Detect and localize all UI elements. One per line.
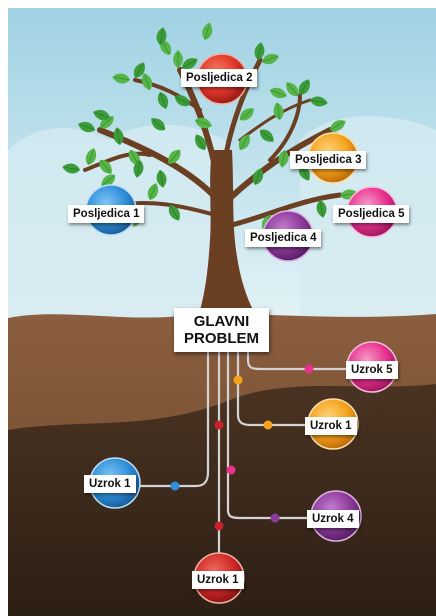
main-problem-line1: GLAVNI — [193, 313, 250, 330]
dot-uzrok-1-orange — [263, 420, 273, 430]
cause-label-5: Uzrok 5 — [346, 361, 398, 379]
dot-uzrok-5 — [304, 364, 314, 374]
cause-label-1-orange: Uzrok 1 — [305, 417, 357, 435]
connector-uzrok-1-blue — [136, 338, 210, 488]
dot-orange-upper — [233, 375, 243, 385]
dot-pink-middle — [226, 465, 236, 475]
effect-label-2: Posljedica 2 — [181, 69, 258, 87]
junction-dots — [170, 364, 314, 531]
main-problem-line2: PROBLEM — [184, 330, 259, 347]
cause-label-1-red: Uzrok 1 — [192, 571, 244, 589]
connector-uzrok-5 — [246, 338, 352, 371]
dot-uzrok-4 — [270, 513, 280, 523]
cause-label-4: Uzrok 4 — [307, 510, 359, 528]
main-problem-box: GLAVNI PROBLEM — [174, 308, 269, 352]
effect-label-4: Posljedica 4 — [245, 229, 322, 247]
connector-lines — [136, 338, 352, 562]
connector-uzrok-1-orange — [236, 338, 310, 427]
effect-label-3: Posljedica 3 — [290, 151, 367, 169]
dot-red-lower — [214, 521, 224, 531]
connector-uzrok-4 — [226, 338, 318, 520]
dot-uzrok-1-blue — [170, 481, 180, 491]
effect-label-1: Posljedica 1 — [68, 205, 145, 223]
cause-label-1-blue: Uzrok 1 — [84, 475, 136, 493]
effect-label-5: Posljedica 5 — [333, 205, 410, 223]
dot-red-upper — [214, 420, 224, 430]
